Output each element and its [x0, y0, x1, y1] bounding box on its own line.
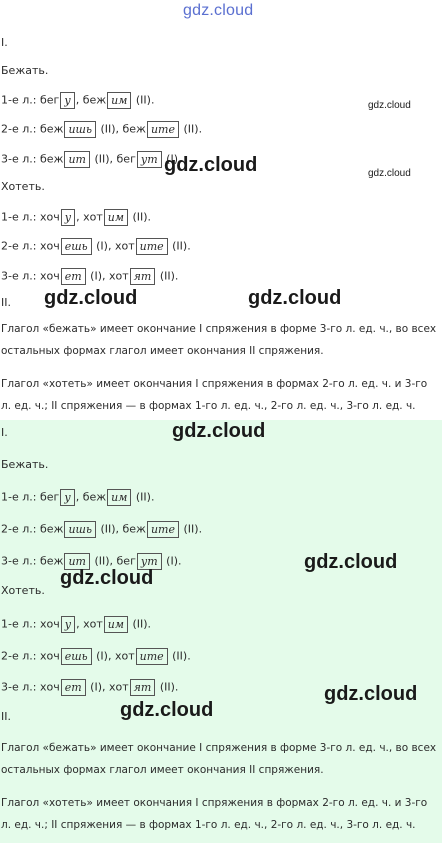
ending-box: у: [60, 92, 75, 109]
ending-box: у: [60, 209, 76, 226]
ending-box: ут: [136, 151, 162, 168]
section-2-label: II.: [1, 296, 11, 309]
ending-box: ишь: [64, 521, 96, 538]
ending-box: ите: [146, 121, 179, 138]
paragraph-run: Глагол «бежать» имеет окончание I спряже…: [1, 323, 437, 357]
watermark: gdz.cloud: [368, 168, 411, 179]
section-1-label: I.: [1, 36, 8, 49]
watermark-top: gdz.cloud: [183, 2, 254, 19]
watermark: gdz.cloud: [164, 154, 258, 176]
ending-box: ите: [146, 521, 179, 538]
watermark: gdz.cloud: [368, 100, 411, 111]
ending-box: у: [60, 489, 75, 506]
ending-box: ешь: [60, 238, 92, 255]
paragraph-run: Глагол «бежать» имеет окончание I спряже…: [1, 742, 437, 776]
run-header: Бежать.: [1, 64, 49, 77]
ending-box: ет: [60, 679, 86, 696]
watermark: gdz.cloud: [324, 683, 418, 705]
want-header: Хотеть.: [1, 584, 45, 597]
section-1-label: I.: [1, 426, 8, 439]
watermark: gdz.cloud: [304, 551, 398, 573]
ending-box: ите: [135, 238, 168, 255]
ending-box: ят: [129, 268, 156, 285]
ending-box: ите: [135, 648, 168, 665]
ending-box: им: [103, 209, 128, 226]
section-2-label: II.: [1, 710, 11, 723]
ending-box: ишь: [64, 121, 96, 138]
ending-box: у: [60, 616, 76, 633]
ending-box: ят: [129, 679, 156, 696]
ending-box: ит: [64, 151, 90, 168]
ending-box: им: [103, 616, 128, 633]
want-header: Хотеть.: [1, 180, 45, 193]
watermark: gdz.cloud: [44, 287, 138, 309]
ending-box: им: [107, 489, 132, 506]
watermark: gdz.cloud: [60, 567, 154, 589]
ending-box: ет: [60, 268, 86, 285]
watermark: gdz.cloud: [172, 420, 266, 442]
watermark: gdz.cloud: [120, 699, 214, 721]
ending-box: им: [107, 92, 132, 109]
ending-box: ешь: [60, 648, 92, 665]
run-header: Бежать.: [1, 458, 49, 471]
ending-box: ут: [136, 553, 162, 570]
ending-box: ит: [64, 553, 90, 570]
watermark: gdz.cloud: [248, 287, 342, 309]
paragraph-want: Глагол «хотеть» имеет окончания I спряже…: [1, 378, 428, 412]
paragraph-want: Глагол «хотеть» имеет окончания I спряже…: [1, 797, 428, 831]
